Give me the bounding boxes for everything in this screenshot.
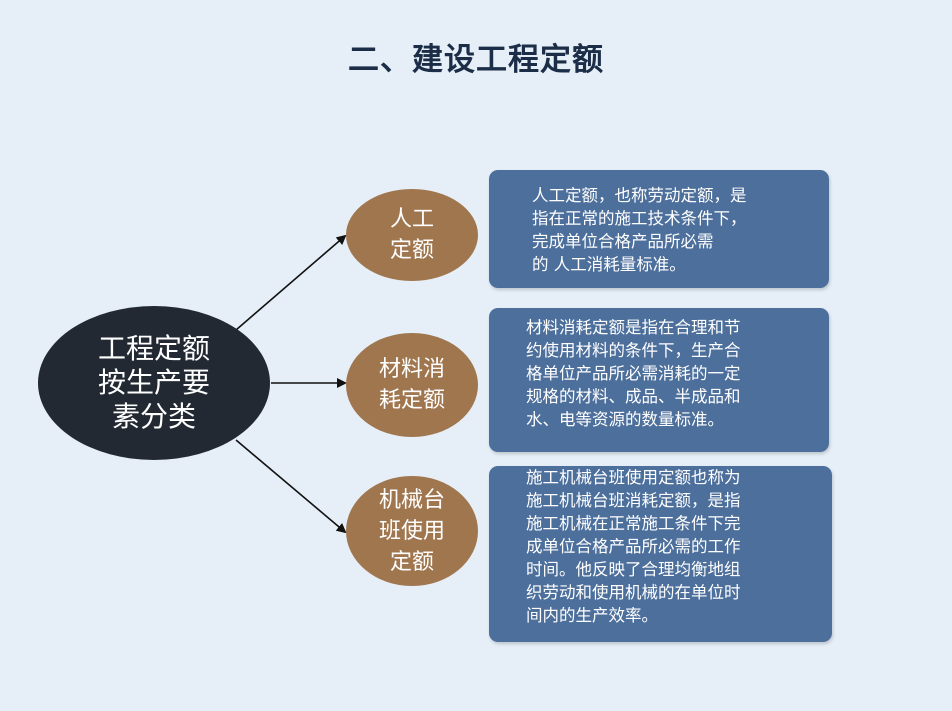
- description-box-machine: 施工机械台班使用定额也称为 施工机械台班消耗定额，是指 施工机械在正常施工条件下…: [489, 466, 832, 642]
- category-node-machine: 机械台 班使用 定额: [346, 476, 478, 586]
- root-node: 工程定额 按生产要 素分类: [38, 306, 270, 460]
- category-node-material: 材料消 耗定额: [346, 333, 478, 437]
- arrow-to-machine: [235, 439, 347, 534]
- root-node-label: 工程定额 按生产要 素分类: [97, 332, 210, 433]
- description-box-material: 材料消耗定额是指在合理和节 约使用材料的条件下，生产合 格单位产品所必需消耗的一…: [489, 308, 829, 452]
- description-box-labor: 人工定额，也称劳动定额，是 指在正常的施工技术条件下， 完成单位合格产品所必需 …: [489, 170, 829, 288]
- category-node-machine-label: 机械台 班使用 定额: [378, 487, 445, 575]
- arrow-to-labor: [235, 234, 347, 331]
- description-labor: 人工定额，也称劳动定额，是 指在正常的施工技术条件下， 完成单位合格产品所必需 …: [532, 186, 747, 274]
- slide-title: 二、建设工程定额: [348, 42, 604, 78]
- category-node-labor: 人工 定额: [346, 189, 478, 281]
- category-node-labor-label: 人工 定额: [389, 207, 434, 263]
- description-machine: 施工机械台班使用定额也称为 施工机械台班消耗定额，是指 施工机械在正常施工条件下…: [526, 468, 741, 625]
- category-node-material-label: 材料消 耗定额: [378, 357, 445, 413]
- description-material: 材料消耗定额是指在合理和节 约使用材料的条件下，生产合 格单位产品所必需消耗的一…: [526, 318, 741, 429]
